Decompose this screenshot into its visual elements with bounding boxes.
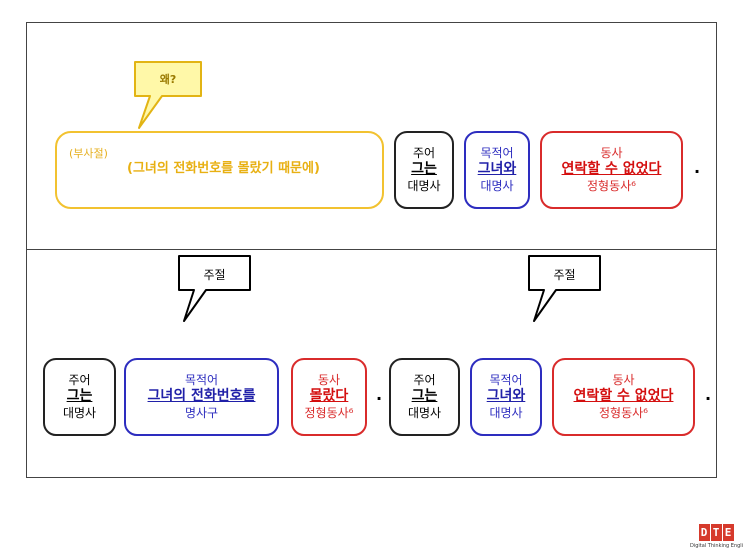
bottom-right-verb-word: 연락할 수 없었다 bbox=[573, 388, 674, 405]
bottom-right-object-word: 그녀와 bbox=[486, 388, 526, 405]
bottom-right-object-box: 목적어 그녀와 대명사 bbox=[470, 358, 542, 436]
top-object-pos: 대명사 bbox=[480, 178, 514, 193]
top-object-box: 목적어 그녀와 대명사 bbox=[464, 131, 530, 209]
clause-bubble-left bbox=[178, 255, 251, 322]
bottom-left-object-box: 목적어 그녀의 전화번호를 명사구 bbox=[124, 358, 279, 436]
bottom-right-object-role: 목적어 bbox=[489, 373, 523, 388]
bottom-left-subject-box: 주어 그는 대명사 bbox=[43, 358, 116, 436]
clause-bubble-right bbox=[528, 255, 601, 322]
bottom-left-subject-pos: 대명사 bbox=[62, 405, 97, 420]
bottom-right-subject-role: 주어 bbox=[413, 373, 436, 388]
bottom-left-subject-word: 그는 bbox=[66, 388, 93, 405]
clause-label-left: 주절 bbox=[203, 268, 226, 282]
bottom-right-subject-word: 그는 bbox=[411, 388, 438, 405]
bottom-left-verb-word: 몰랐다 bbox=[309, 388, 349, 405]
top-verb-pos: 정형동사⁶ bbox=[587, 178, 636, 193]
bottom-left-object-role: 목적어 bbox=[184, 373, 219, 388]
bottom-left-object-word: 그녀의 전화번호를 bbox=[147, 388, 256, 405]
bottom-left-subject-role: 주어 bbox=[68, 373, 91, 388]
bottom-right-verb-pos: 정형동사⁶ bbox=[599, 405, 648, 420]
clause-label-right: 주절 bbox=[553, 268, 576, 282]
logo-letter-e: E bbox=[722, 524, 734, 541]
top-verb-box: 동사 연락할 수 없었다 정형동사⁶ bbox=[540, 131, 683, 209]
adverbial-clause-label: (부사절) bbox=[69, 147, 108, 160]
bottom-left-verb-role: 동사 bbox=[317, 373, 341, 388]
why-label: 왜? bbox=[159, 73, 177, 86]
bottom-right-verb-box: 동사 연락할 수 없었다 정형동사⁶ bbox=[552, 358, 695, 436]
top-subject-box: 주어 그는 대명사 bbox=[394, 131, 454, 209]
bottom-right-subject-box: 주어 그는 대명사 bbox=[389, 358, 460, 436]
adverbial-clause-text: (그녀의 전화번호를 몰랐기 때문에) bbox=[127, 161, 320, 176]
top-verb-role: 동사 bbox=[600, 146, 623, 161]
bottom-right-verb-role: 동사 bbox=[612, 373, 635, 388]
dte-logo-mark: D T E bbox=[690, 524, 742, 541]
logo-tagline: Digital Thinking English bbox=[690, 543, 743, 549]
dte-logo: D T E Digital Thinking English bbox=[690, 524, 743, 556]
bottom-right-period: . bbox=[705, 385, 712, 404]
bottom-right-subject-pos: 대명사 bbox=[407, 405, 442, 420]
top-object-word: 그녀와 bbox=[477, 161, 517, 178]
top-verb-word: 연락할 수 없었다 bbox=[561, 161, 662, 178]
bottom-left-period: . bbox=[376, 385, 383, 404]
top-subject-word: 그는 bbox=[411, 161, 437, 178]
adverbial-clause-box: (부사절) (그녀의 전화번호를 몰랐기 때문에) bbox=[55, 131, 384, 209]
bottom-left-verb-pos: 정형동사⁶ bbox=[304, 405, 354, 420]
top-subject-role: 주어 bbox=[412, 146, 436, 161]
logo-letter-t: T bbox=[710, 524, 722, 541]
why-bubble bbox=[134, 61, 202, 129]
top-subject-pos: 대명사 bbox=[407, 178, 441, 193]
top-period: . bbox=[694, 158, 701, 177]
bottom-left-object-pos: 명사구 bbox=[184, 405, 219, 420]
bottom-right-object-pos: 대명사 bbox=[489, 405, 523, 420]
bottom-left-verb-box: 동사 몰랐다 정형동사⁶ bbox=[291, 358, 367, 436]
logo-letter-d: D bbox=[698, 524, 710, 541]
top-object-role: 목적어 bbox=[480, 146, 514, 161]
